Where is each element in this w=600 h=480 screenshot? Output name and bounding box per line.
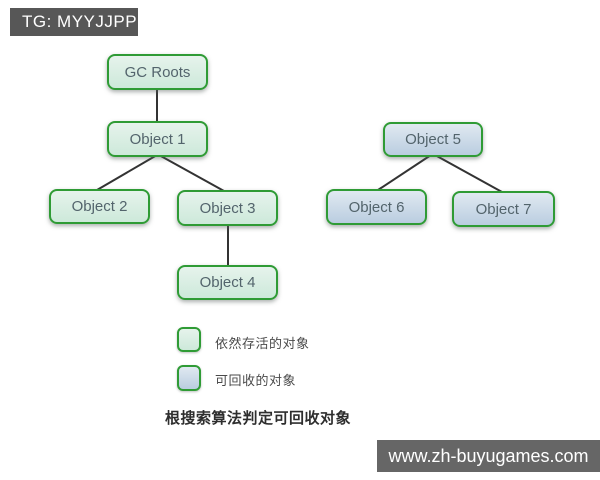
node-object-7: Object 7 — [452, 191, 555, 227]
watermark-tag: TG: MYYJJPP — [10, 8, 138, 36]
diagram-caption: 根搜索算法判定可回收对象 — [165, 410, 352, 427]
legend-label-alive: 依然存活的对象 — [215, 336, 310, 351]
watermark-footer: www.zh-buyugames.com — [377, 440, 600, 472]
node-object-3: Object 3 — [177, 190, 278, 226]
edge-object1-object2 — [96, 154, 158, 191]
legend-swatch-recyclable-icon — [177, 365, 201, 391]
legend-label-recyclable: 可回收的对象 — [215, 373, 297, 388]
legend-swatch-alive-icon — [177, 327, 201, 352]
node-object-6: Object 6 — [326, 189, 427, 225]
node-object-5: Object 5 — [383, 122, 483, 157]
node-gc-roots: GC Roots — [107, 54, 208, 90]
edge-object5-object7 — [434, 154, 503, 193]
node-object-1: Object 1 — [107, 121, 208, 157]
edge-object5-object6 — [377, 154, 432, 191]
node-object-4: Object 4 — [177, 265, 278, 300]
edge-object1-object3 — [158, 154, 225, 192]
node-object-2: Object 2 — [49, 189, 150, 224]
